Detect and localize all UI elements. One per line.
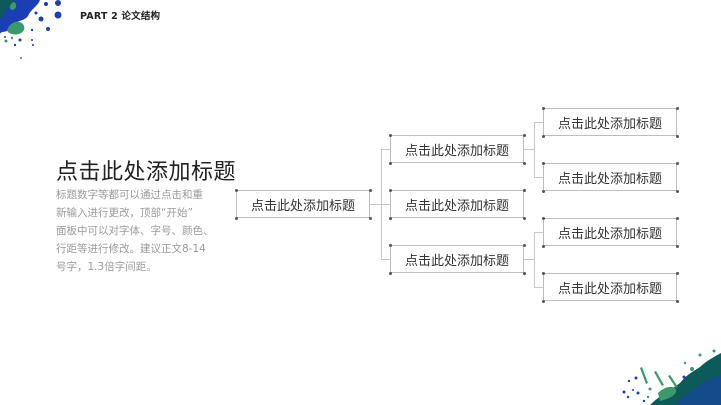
- corner-dot: [541, 216, 545, 220]
- tree-level2-box[interactable]: 点击此处添加标题: [390, 190, 524, 218]
- corner-dot: [388, 243, 392, 247]
- connector-line: [381, 259, 390, 260]
- corner-dot: [675, 161, 679, 165]
- corner-dot: [522, 133, 526, 137]
- corner-dot: [388, 216, 392, 220]
- corner-dot: [541, 244, 545, 248]
- connector-line: [370, 204, 381, 205]
- connector-line: [534, 177, 543, 178]
- connector-line: [534, 122, 543, 123]
- corner-dot: [368, 188, 372, 192]
- corner-dot: [388, 161, 392, 165]
- connector-line: [523, 259, 534, 260]
- corner-dot: [675, 299, 679, 303]
- tree-level3-box[interactable]: 点击此处添加标题: [543, 163, 677, 191]
- tree-level3-box[interactable]: 点击此处添加标题: [543, 218, 677, 246]
- tree-level2-box[interactable]: 点击此处添加标题: [390, 135, 524, 163]
- corner-dot: [522, 161, 526, 165]
- corner-dot: [675, 134, 679, 138]
- connector-line: [381, 204, 390, 205]
- corner-dot: [522, 216, 526, 220]
- description-line: 行距等进行修改。建议正文8-14: [56, 243, 206, 255]
- intro-description[interactable]: 标题数字等都可以通过点击和重 新输入进行更改，顶部“开始” 面板中可以对字体、字…: [56, 186, 216, 276]
- tree-box-label: 点击此处添加标题: [557, 281, 662, 297]
- corner-dot: [234, 188, 238, 192]
- tree-level3-box[interactable]: 点击此处添加标题: [543, 108, 677, 136]
- corner-dot: [522, 188, 526, 192]
- tree-box-label: 点击此处添加标题: [404, 143, 509, 159]
- connector-line: [534, 287, 543, 288]
- paint-splash-bottom-right: [622, 349, 721, 405]
- corner-dot: [541, 189, 545, 193]
- paint-splash-top-left: [0, 0, 62, 59]
- connector-line: [534, 232, 535, 287]
- corner-dot: [675, 106, 679, 110]
- corner-dot: [541, 134, 545, 138]
- corner-dot: [675, 244, 679, 248]
- corner-dot: [675, 271, 679, 275]
- corner-dot: [541, 299, 545, 303]
- corner-dot: [234, 216, 238, 220]
- corner-dot: [388, 271, 392, 275]
- tree-root-box[interactable]: 点击此处添加标题: [236, 190, 370, 218]
- description-line: 新输入进行更改，顶部“开始”: [56, 207, 193, 219]
- corner-dot: [541, 161, 545, 165]
- connector-line: [534, 122, 535, 177]
- tree-box-label: 点击此处添加标题: [557, 226, 662, 242]
- tree-box-label: 点击此处添加标题: [557, 171, 662, 187]
- tree-level2-box[interactable]: 点击此处添加标题: [390, 245, 524, 273]
- corner-dot: [522, 243, 526, 247]
- tree-box-label: 点击此处添加标题: [404, 198, 509, 214]
- connector-line: [534, 232, 543, 233]
- corner-dot: [368, 216, 372, 220]
- corner-dot: [388, 188, 392, 192]
- tree-level3-box[interactable]: 点击此处添加标题: [543, 273, 677, 301]
- tree-box-label: 点击此处添加标题: [404, 253, 509, 269]
- intro-title[interactable]: 点击此处添加标题: [56, 160, 237, 185]
- corner-dot: [541, 106, 545, 110]
- corner-dot: [388, 133, 392, 137]
- description-line: 标题数字等都可以通过点击和重: [56, 189, 203, 201]
- corner-dot: [522, 271, 526, 275]
- description-line: 号字，1.3倍字间距。: [56, 261, 157, 273]
- section-label: PART 2 论文结构: [80, 11, 161, 22]
- corner-dot: [675, 216, 679, 220]
- description-line: 面板中可以对字体、字号、颜色、: [56, 225, 214, 237]
- corner-dot: [541, 271, 545, 275]
- tree-box-label: 点击此处添加标题: [557, 116, 662, 132]
- corner-dot: [675, 189, 679, 193]
- connector-line: [523, 149, 534, 150]
- tree-box-label: 点击此处添加标题: [250, 198, 355, 214]
- connector-line: [381, 149, 390, 150]
